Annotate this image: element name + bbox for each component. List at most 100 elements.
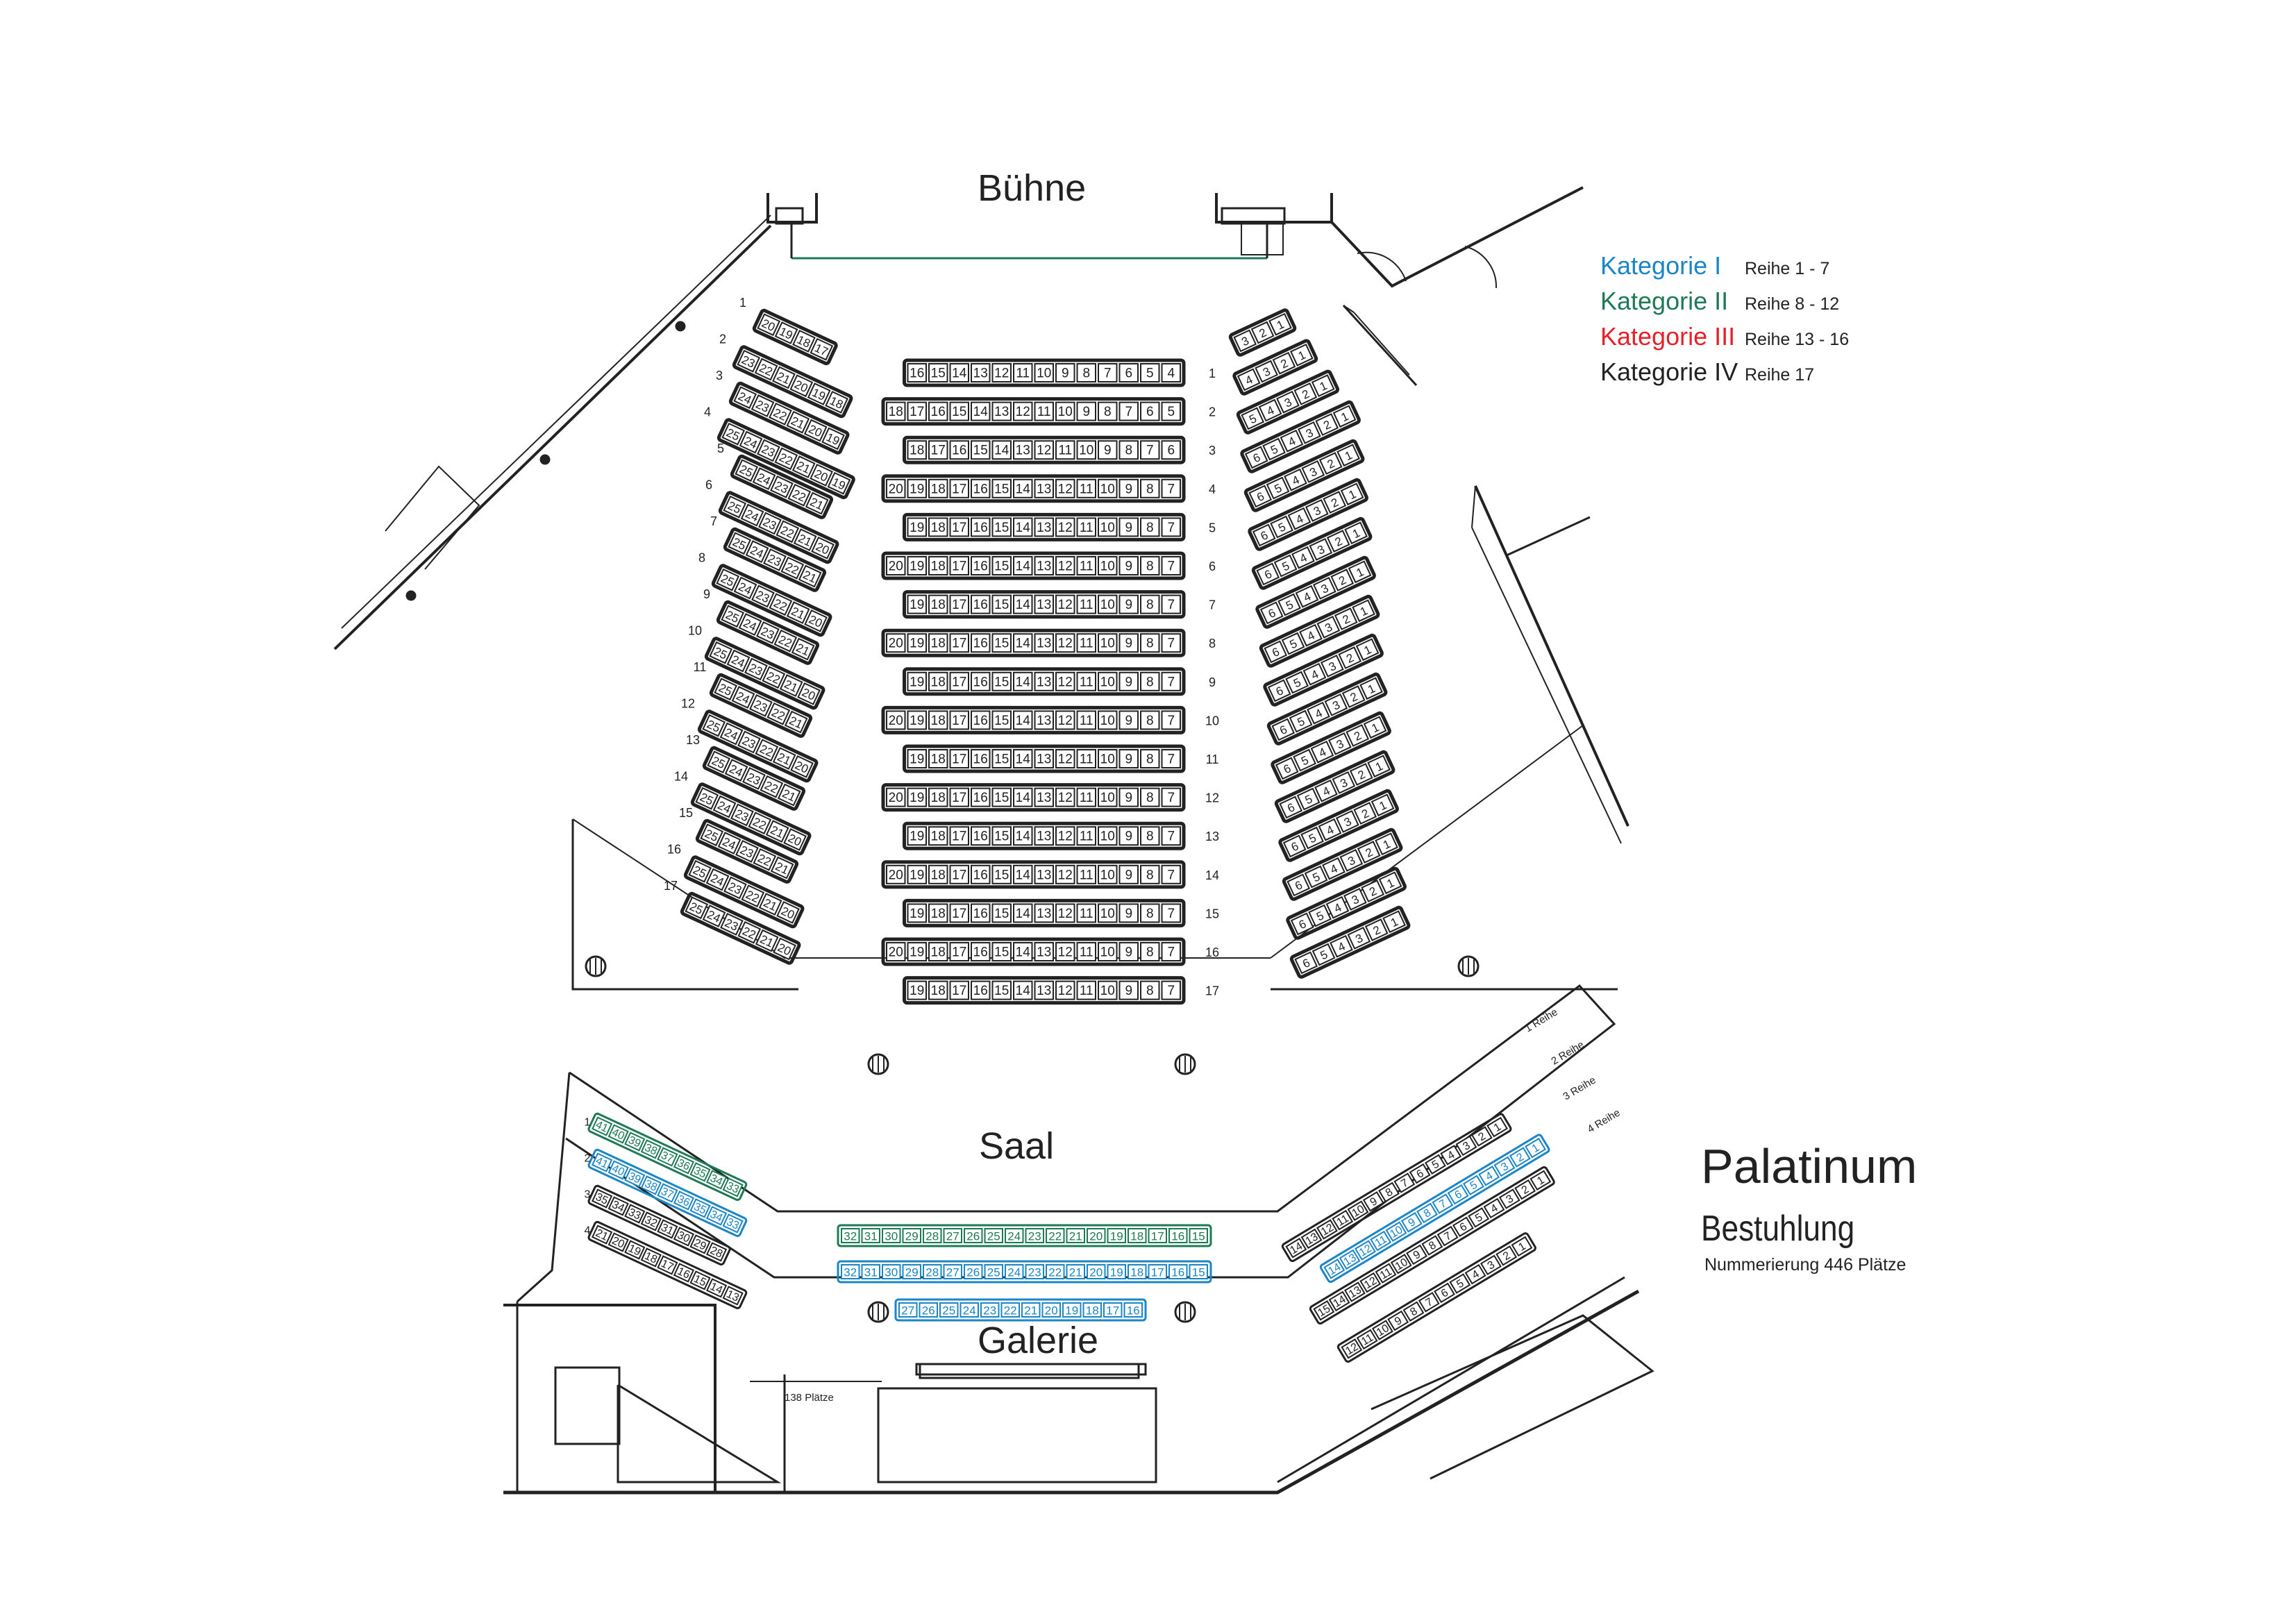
seat bbox=[1447, 1184, 1469, 1205]
seat-number: 23 bbox=[1028, 1266, 1041, 1279]
seat bbox=[1034, 440, 1054, 460]
seat-number: 12 bbox=[1058, 868, 1073, 882]
seat-number: 12 bbox=[1362, 1275, 1379, 1291]
seat-row-frame bbox=[1255, 555, 1376, 629]
seat bbox=[1025, 1228, 1044, 1243]
seat bbox=[735, 459, 759, 482]
seat bbox=[1385, 1221, 1407, 1242]
seat-number: 30 bbox=[885, 1266, 898, 1279]
seat bbox=[1013, 556, 1033, 575]
seat bbox=[1313, 1300, 1335, 1321]
seat bbox=[907, 478, 927, 498]
seat-number: 17 bbox=[1151, 1266, 1164, 1279]
seat bbox=[1055, 864, 1075, 884]
seat bbox=[1332, 405, 1357, 428]
seat bbox=[1248, 485, 1273, 508]
seat bbox=[1013, 749, 1033, 768]
seat bbox=[1371, 1320, 1393, 1340]
seat bbox=[805, 491, 829, 515]
seat-number: 15 bbox=[994, 830, 1009, 844]
seat-number: 11 bbox=[1378, 1265, 1394, 1281]
seat-number: 17 bbox=[1151, 1230, 1164, 1243]
seat-number: 18 bbox=[931, 598, 946, 612]
row-number: 13 bbox=[1205, 830, 1219, 843]
seat bbox=[1237, 368, 1261, 392]
seat bbox=[1098, 633, 1118, 653]
seat bbox=[1013, 594, 1033, 614]
seat bbox=[774, 321, 798, 344]
seat bbox=[902, 1264, 921, 1279]
seat bbox=[786, 601, 810, 624]
seat bbox=[1098, 749, 1118, 768]
seat bbox=[1005, 1228, 1024, 1243]
seat-number: 10 bbox=[1388, 1224, 1405, 1241]
seat bbox=[1013, 671, 1033, 691]
seat-number: 8 bbox=[1146, 675, 1154, 689]
seat-number: 20 bbox=[889, 637, 903, 651]
seat bbox=[907, 440, 927, 460]
seat bbox=[728, 532, 752, 555]
seat bbox=[1076, 710, 1096, 730]
seat bbox=[1364, 918, 1389, 941]
seat bbox=[1250, 321, 1275, 344]
seat-number: 9 bbox=[1125, 907, 1132, 921]
seat-number: 16 bbox=[931, 405, 946, 419]
seat-number: 17 bbox=[952, 482, 966, 496]
seat bbox=[1076, 478, 1096, 498]
seat-number: 17 bbox=[952, 637, 966, 651]
seat-number: 7 bbox=[1167, 521, 1175, 535]
seat bbox=[810, 463, 833, 487]
seat-number: 7 bbox=[1125, 405, 1132, 419]
seat bbox=[971, 556, 991, 575]
seat bbox=[1363, 716, 1387, 739]
seat bbox=[1279, 796, 1303, 819]
seat-number: 13 bbox=[725, 1288, 741, 1304]
seat bbox=[907, 980, 927, 1000]
seat bbox=[1305, 498, 1329, 522]
seat bbox=[1087, 1228, 1106, 1243]
seat bbox=[1013, 826, 1033, 846]
seat bbox=[1346, 724, 1370, 747]
legend-category-name: Kategorie IV bbox=[1600, 358, 1738, 386]
seat bbox=[1076, 864, 1096, 884]
seat bbox=[1310, 740, 1334, 764]
seat bbox=[991, 556, 1012, 575]
seat-row-frame bbox=[723, 527, 827, 592]
seat bbox=[748, 812, 772, 835]
seat-number: 19 bbox=[910, 482, 924, 496]
seat bbox=[1161, 363, 1181, 382]
seat bbox=[689, 1234, 711, 1254]
seat bbox=[783, 827, 807, 851]
seat bbox=[1013, 478, 1033, 498]
seat bbox=[907, 363, 927, 382]
seat-number: 11 bbox=[1080, 830, 1093, 844]
seat-number: 16 bbox=[973, 984, 988, 998]
seat bbox=[592, 1188, 613, 1209]
seat bbox=[1312, 943, 1336, 966]
column bbox=[867, 1301, 889, 1323]
gallery-desk bbox=[877, 1387, 1157, 1483]
seat-number: 19 bbox=[910, 560, 924, 574]
seat bbox=[1098, 710, 1118, 730]
seat bbox=[949, 749, 969, 768]
hall-right-row-1: 321 bbox=[1228, 308, 1297, 357]
seat-number: 18 bbox=[889, 405, 903, 419]
seat bbox=[1161, 826, 1181, 846]
seat bbox=[640, 1139, 662, 1159]
seat bbox=[907, 671, 927, 691]
seat bbox=[1462, 1175, 1484, 1195]
seat-number: 12 bbox=[1016, 405, 1030, 419]
row-label: 1 Reihe bbox=[1523, 1006, 1559, 1034]
seat bbox=[1118, 864, 1139, 884]
seat bbox=[1293, 748, 1316, 772]
seat bbox=[735, 839, 759, 863]
seat bbox=[762, 666, 786, 689]
seat bbox=[971, 826, 991, 846]
seat-number: 18 bbox=[1130, 1266, 1143, 1279]
seat-number: 16 bbox=[1127, 1304, 1140, 1318]
